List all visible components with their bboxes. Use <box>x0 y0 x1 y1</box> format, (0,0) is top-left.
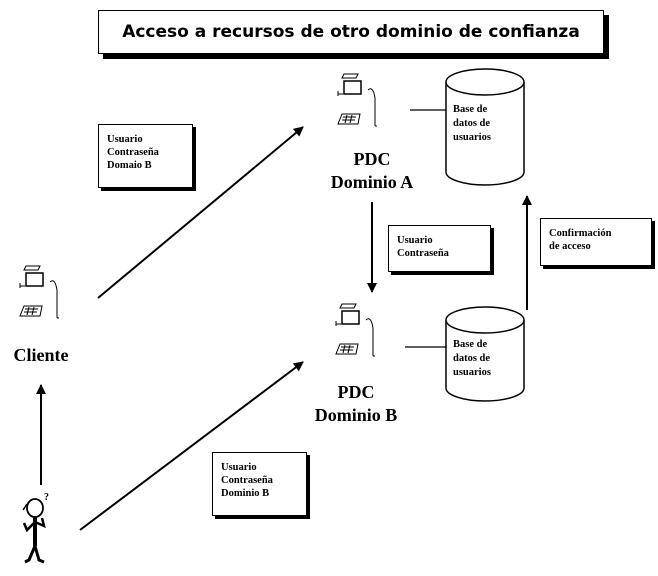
db-a-line: datos de <box>453 118 491 129</box>
person-icon: ? <box>22 492 49 564</box>
db-b-line: usuarios <box>453 367 491 378</box>
note-access-confirmation: Confirmación de acceso <box>540 218 652 266</box>
note-line: Contraseña <box>107 147 159 158</box>
db-a-label: Base de datos de usuarios <box>453 103 491 145</box>
title-box: Acceso a recursos de otro dominio de con… <box>98 10 604 54</box>
pdc-b-line2: Dominio B <box>314 405 398 425</box>
computer-icon <box>19 265 59 319</box>
pdc-b-label: PDC Dominio B <box>304 381 408 427</box>
db-b-line: Base de <box>453 339 488 350</box>
note-user-credentials: Usuario Contraseña Dominio B <box>212 452 307 516</box>
note-line: Usuario <box>221 462 257 473</box>
computer-icon <box>335 303 375 357</box>
note-line: Usuario <box>397 235 433 246</box>
note-line: Domaio B <box>107 160 152 171</box>
arrow-user-to-pdc-b <box>79 361 304 531</box>
svg-text:?: ? <box>44 492 49 503</box>
db-a-line: usuarios <box>453 132 491 143</box>
note-line: Usuario <box>107 134 143 145</box>
database-icon <box>445 306 525 402</box>
note-line: Confirmación <box>549 228 612 239</box>
pdc-a-line2: Dominio A <box>330 172 414 192</box>
pdc-b-line1: PDC <box>337 382 375 402</box>
note-line: de acceso <box>549 241 591 252</box>
note-line: Contraseña <box>221 475 273 486</box>
db-a-line: Base de <box>453 104 488 115</box>
client-text: Cliente <box>13 345 69 365</box>
pdc-a-line1: PDC <box>353 149 391 169</box>
note-line: Contraseña <box>397 248 449 259</box>
db-b-line: datos de <box>453 353 491 364</box>
arrow-client-to-pdc-a <box>97 126 304 299</box>
note-client-credentials: Usuario Contraseña Domaio B <box>98 124 193 188</box>
diagram-title: Acceso a recursos de otro dominio de con… <box>122 22 580 42</box>
database-icon <box>445 68 525 186</box>
note-forwarded-credentials: Usuario Contraseña <box>388 225 491 272</box>
client-label: Cliente <box>0 344 82 367</box>
db-b-label: Base de datos de usuarios <box>453 338 491 380</box>
note-line: Dominio B <box>221 488 270 499</box>
pdc-a-label: PDC Dominio A <box>320 148 424 194</box>
computer-icon <box>337 73 377 127</box>
